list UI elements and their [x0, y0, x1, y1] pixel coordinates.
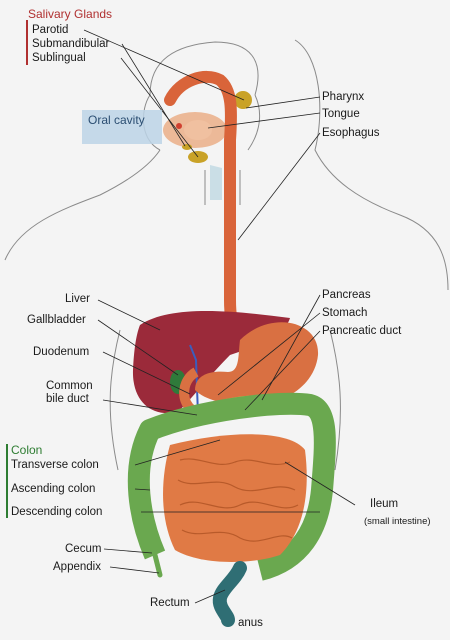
- label-sublingual: Sublingual: [32, 52, 86, 64]
- label-ascending-colon: Ascending colon: [11, 483, 96, 495]
- label-pancreatic-duct: Pancreatic duct: [322, 325, 402, 337]
- label-descending-colon: Descending colon: [11, 506, 103, 518]
- label-common: Common: [46, 380, 93, 392]
- label-esophagus: Esophagus: [322, 127, 380, 139]
- label-gallbladder: Gallbladder: [27, 314, 86, 326]
- label-ileum-note: (small intestine): [364, 516, 431, 527]
- salivary-glands-header: Salivary Glands: [28, 7, 113, 21]
- label-stomach: Stomach: [322, 307, 368, 319]
- label-parotid: Parotid: [32, 24, 69, 36]
- leader-lines: [83, 29, 356, 604]
- bile-duct: [189, 344, 199, 416]
- label-pancreas: Pancreas: [322, 289, 371, 301]
- head-organs: [163, 91, 252, 163]
- label-liver: Liver: [65, 293, 90, 305]
- label-anus: anus: [238, 617, 263, 629]
- label-appendix: Appendix: [53, 561, 101, 573]
- oral-cavity-box: [82, 110, 162, 144]
- label-duodenum: Duodenum: [33, 346, 90, 358]
- intestine-folds: [177, 458, 299, 542]
- small-intestine: [163, 434, 307, 562]
- label-rectum: Rectum: [150, 597, 190, 609]
- colon-bracket: [6, 444, 8, 518]
- salivary-bracket: [26, 20, 28, 65]
- label-pharynx: Pharynx: [322, 91, 365, 103]
- label-submandibular: Submandibular: [32, 38, 110, 50]
- body-outline: [4, 39, 449, 471]
- label-cecum: Cecum: [65, 543, 102, 555]
- rectum: [212, 561, 247, 627]
- label-ileum: Ileum: [370, 498, 399, 510]
- label-tongue: Tongue: [322, 108, 360, 120]
- label-oral-cavity: Oral cavity: [88, 113, 145, 127]
- throat-shape: [210, 165, 222, 200]
- colon: [127, 392, 336, 581]
- label-transverse-colon: Transverse colon: [11, 459, 99, 471]
- appendix: [152, 552, 163, 578]
- label-bile-duct: bile duct: [46, 393, 89, 405]
- colon-header: Colon: [11, 443, 43, 457]
